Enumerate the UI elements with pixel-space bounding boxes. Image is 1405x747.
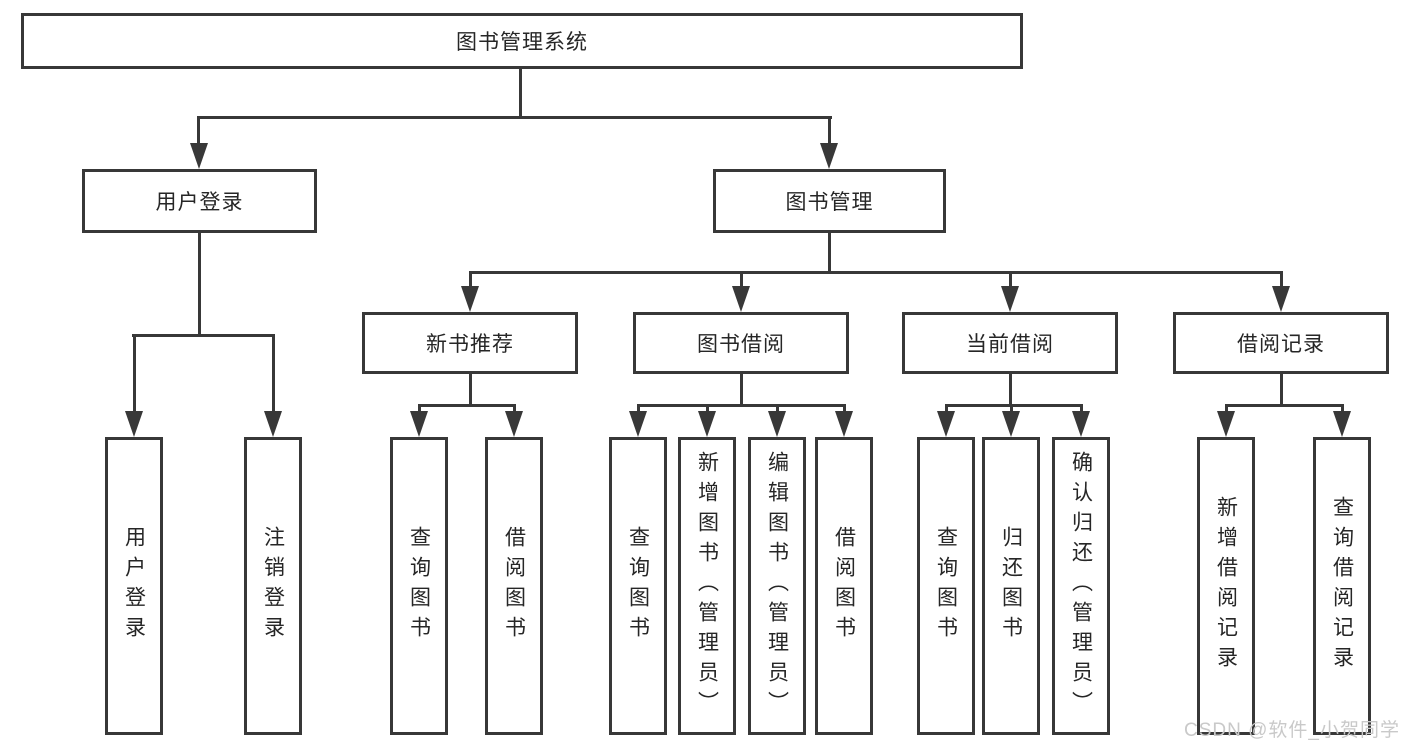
node-leaf-bb-borrow: 借阅图书 — [815, 437, 873, 735]
connector-leaf — [706, 404, 709, 414]
connector-leaf — [418, 404, 421, 414]
connector-borrow-record-rail — [1225, 404, 1344, 407]
connector-to-leaf-logout — [272, 334, 275, 414]
connector-leaf — [945, 404, 948, 414]
arrow-down-icon — [1272, 286, 1290, 312]
arrow-down-icon — [264, 411, 282, 437]
arrow-down-icon — [732, 286, 750, 312]
connector-leaf — [776, 404, 779, 414]
arrow-down-icon — [1333, 411, 1351, 437]
connector-book-borrow-rail — [637, 404, 846, 407]
arrow-down-icon — [698, 411, 716, 437]
arrow-down-icon — [835, 411, 853, 437]
arrow-down-icon — [629, 411, 647, 437]
node-user-login: 用户登录 — [82, 169, 317, 233]
arrow-down-icon — [768, 411, 786, 437]
connector-to-new-book-rec — [469, 271, 472, 289]
node-leaf-bb-add-admin: 新增图书（管理员） — [678, 437, 736, 735]
connector-current-borrow-stem — [1009, 374, 1012, 407]
connector-user-login-stem — [198, 233, 201, 337]
connector-book-mgmt-stem — [828, 233, 831, 274]
node-leaf-logout: 注销登录 — [244, 437, 302, 735]
node-leaf-bb-edit-admin: 编辑图书（管理员） — [748, 437, 806, 735]
connector-root-rail — [197, 116, 832, 119]
connector-root-stem — [519, 69, 522, 118]
connector-user-login-rail — [132, 334, 275, 337]
arrow-down-icon — [505, 411, 523, 437]
arrow-down-icon — [410, 411, 428, 437]
arrow-down-icon — [1217, 411, 1235, 437]
connector-new-book-rec-stem — [469, 374, 472, 407]
connector-leaf — [1010, 404, 1013, 414]
connector-leaf — [1341, 404, 1344, 414]
connector-leaf — [1080, 404, 1083, 414]
connector-leaf — [637, 404, 640, 414]
connector-borrow-record-stem — [1280, 374, 1283, 407]
connector-book-mgmt-rail — [469, 271, 1283, 274]
connector-new-book-rec-rail — [418, 404, 516, 407]
node-leaf-br-add: 新增借阅记录 — [1197, 437, 1255, 735]
arrow-down-icon — [1002, 411, 1020, 437]
node-borrow-record: 借阅记录 — [1173, 312, 1389, 374]
node-leaf-cb-return: 归还图书 — [982, 437, 1040, 735]
connector-book-borrow-stem — [740, 374, 743, 407]
arrow-down-icon — [125, 411, 143, 437]
node-leaf-cb-query: 查询图书 — [917, 437, 975, 735]
arrow-down-icon — [190, 143, 208, 169]
node-leaf-cb-confirm-admin: 确认归还（管理员） — [1052, 437, 1110, 735]
node-book-borrow: 图书借阅 — [633, 312, 849, 374]
node-leaf-user-login: 用户登录 — [105, 437, 163, 735]
node-library-system: 图书管理系统 — [21, 13, 1023, 69]
connector-to-book-borrow — [740, 271, 743, 289]
connector-leaf — [1225, 404, 1228, 414]
connector-to-borrow-record — [1280, 271, 1283, 289]
node-leaf-br-query: 查询借阅记录 — [1313, 437, 1371, 735]
connector-leaf — [843, 404, 846, 414]
node-leaf-bb-query: 查询图书 — [609, 437, 667, 735]
connector-current-borrow-rail — [945, 404, 1083, 407]
node-leaf-rec-query: 查询图书 — [390, 437, 448, 735]
arrow-down-icon — [1001, 286, 1019, 312]
arrow-down-icon — [820, 143, 838, 169]
arrow-down-icon — [937, 411, 955, 437]
node-new-book-rec: 新书推荐 — [362, 312, 578, 374]
connector-to-leaf-user-login — [133, 334, 136, 414]
node-leaf-rec-borrow: 借阅图书 — [485, 437, 543, 735]
connector-to-current-borrow — [1009, 271, 1012, 289]
node-book-mgmt: 图书管理 — [713, 169, 946, 233]
connector-to-book-mgmt — [828, 116, 831, 146]
arrow-down-icon — [1072, 411, 1090, 437]
connector-to-user-login — [197, 116, 200, 146]
node-current-borrow: 当前借阅 — [902, 312, 1118, 374]
arrow-down-icon — [461, 286, 479, 312]
connector-leaf — [513, 404, 516, 414]
csdn-watermark: CSDN @软件_小贺同学 — [1184, 720, 1400, 741]
